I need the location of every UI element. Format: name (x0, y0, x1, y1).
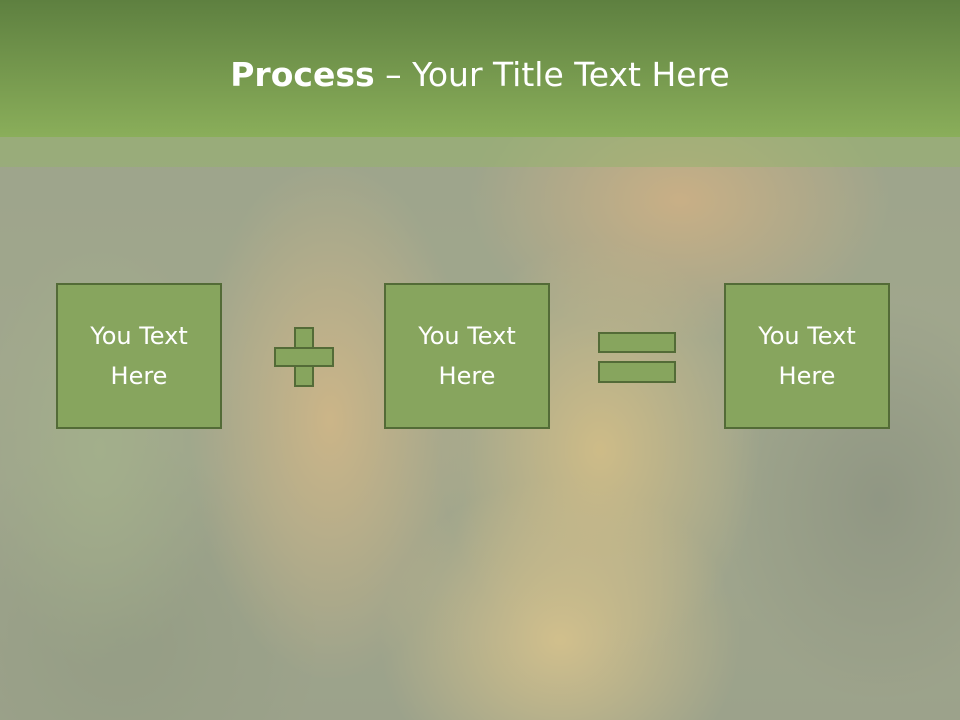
process-box-1-line1: You Text (90, 322, 188, 350)
equals-top-bar (598, 332, 676, 353)
plus-icon (274, 327, 334, 387)
process-box-2[interactable]: You Text Here (384, 283, 550, 429)
process-box-2-line2: Here (438, 362, 496, 390)
slide-title-bold: Process (230, 55, 375, 94)
slide-title[interactable]: Process – Your Title Text Here (0, 0, 960, 150)
plus-center (296, 349, 312, 365)
equals-icon (598, 332, 676, 384)
title-banner-band (0, 137, 960, 167)
slide-title-rest: – Your Title Text Here (374, 55, 730, 94)
process-box-1-text: You Text Here (69, 316, 209, 396)
process-box-3-line1: You Text (758, 322, 856, 350)
process-box-3-line2: Here (778, 362, 836, 390)
title-banner (0, 0, 960, 137)
process-box-3[interactable]: You Text Here (724, 283, 890, 429)
process-box-2-text: You Text Here (397, 316, 537, 396)
process-box-1[interactable]: You Text Here (56, 283, 222, 429)
process-box-3-text: You Text Here (737, 316, 877, 396)
equals-bottom-bar (598, 361, 676, 383)
process-box-1-line2: Here (110, 362, 168, 390)
process-box-2-line1: You Text (418, 322, 516, 350)
